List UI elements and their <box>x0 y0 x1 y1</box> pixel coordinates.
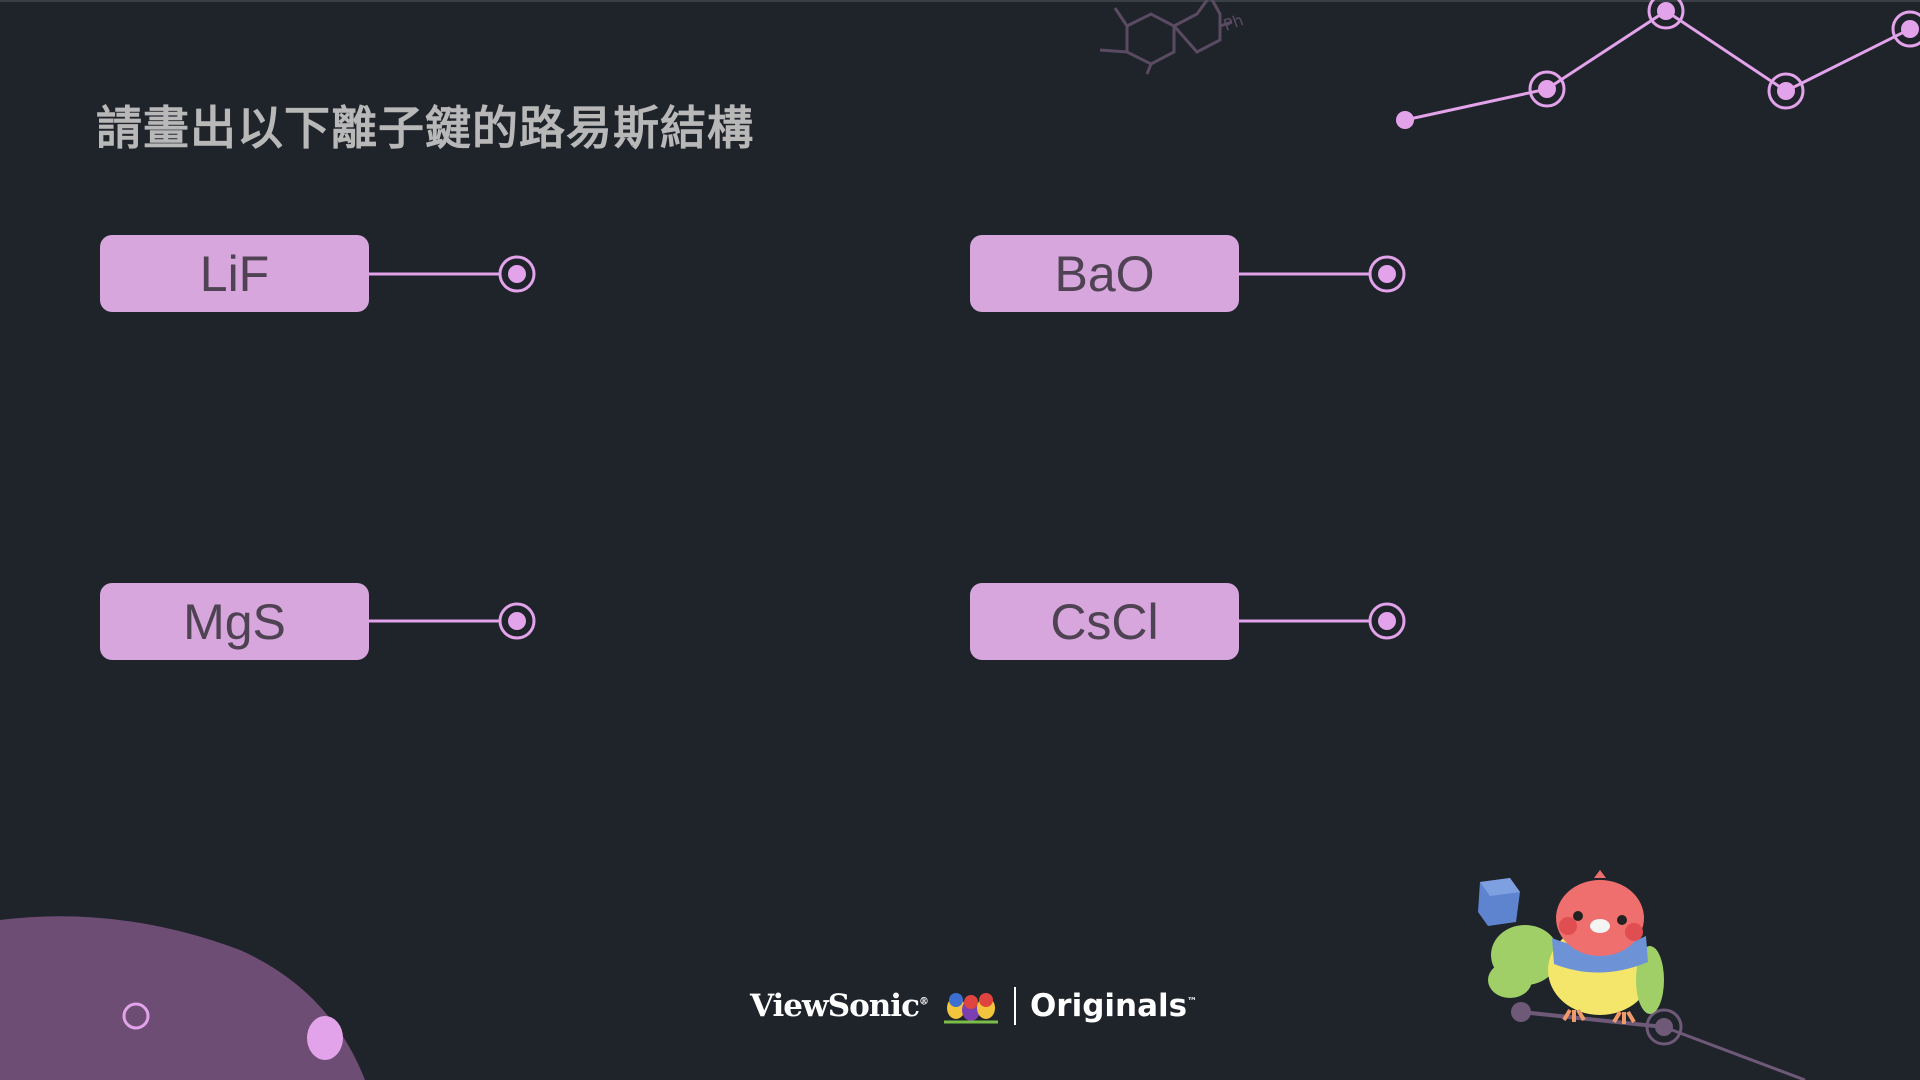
brand-divider <box>1013 987 1016 1025</box>
compound-label-bao: BaO <box>970 235 1239 312</box>
connector-node-icon <box>1239 255 1406 293</box>
brand-birds-icon <box>943 993 998 1024</box>
compound-label-cscl: CsCl <box>970 583 1239 660</box>
page-title: 請畫出以下離子鍵的路易斯結構 <box>96 101 754 155</box>
molecule-icon: Ph <box>1099 0 1246 75</box>
connector-node-icon <box>369 255 536 293</box>
product-name: Originals™ <box>1029 988 1198 1024</box>
parrot-mascot-icon <box>1478 870 1664 1024</box>
molecule-substituent-label: Ph <box>1221 10 1246 35</box>
compound-label-lif: LiF <box>100 235 369 312</box>
footer-brand: ViewSonic® Originals™ <box>750 984 1197 1028</box>
corner-blob <box>0 916 365 1080</box>
connector-node-icon <box>1239 602 1406 640</box>
brand-name: ViewSonic® <box>750 988 929 1024</box>
zigzag-chart-icon <box>1396 0 1920 129</box>
compound-label-mgs: MgS <box>100 583 369 660</box>
connector-node-icon <box>369 602 536 640</box>
